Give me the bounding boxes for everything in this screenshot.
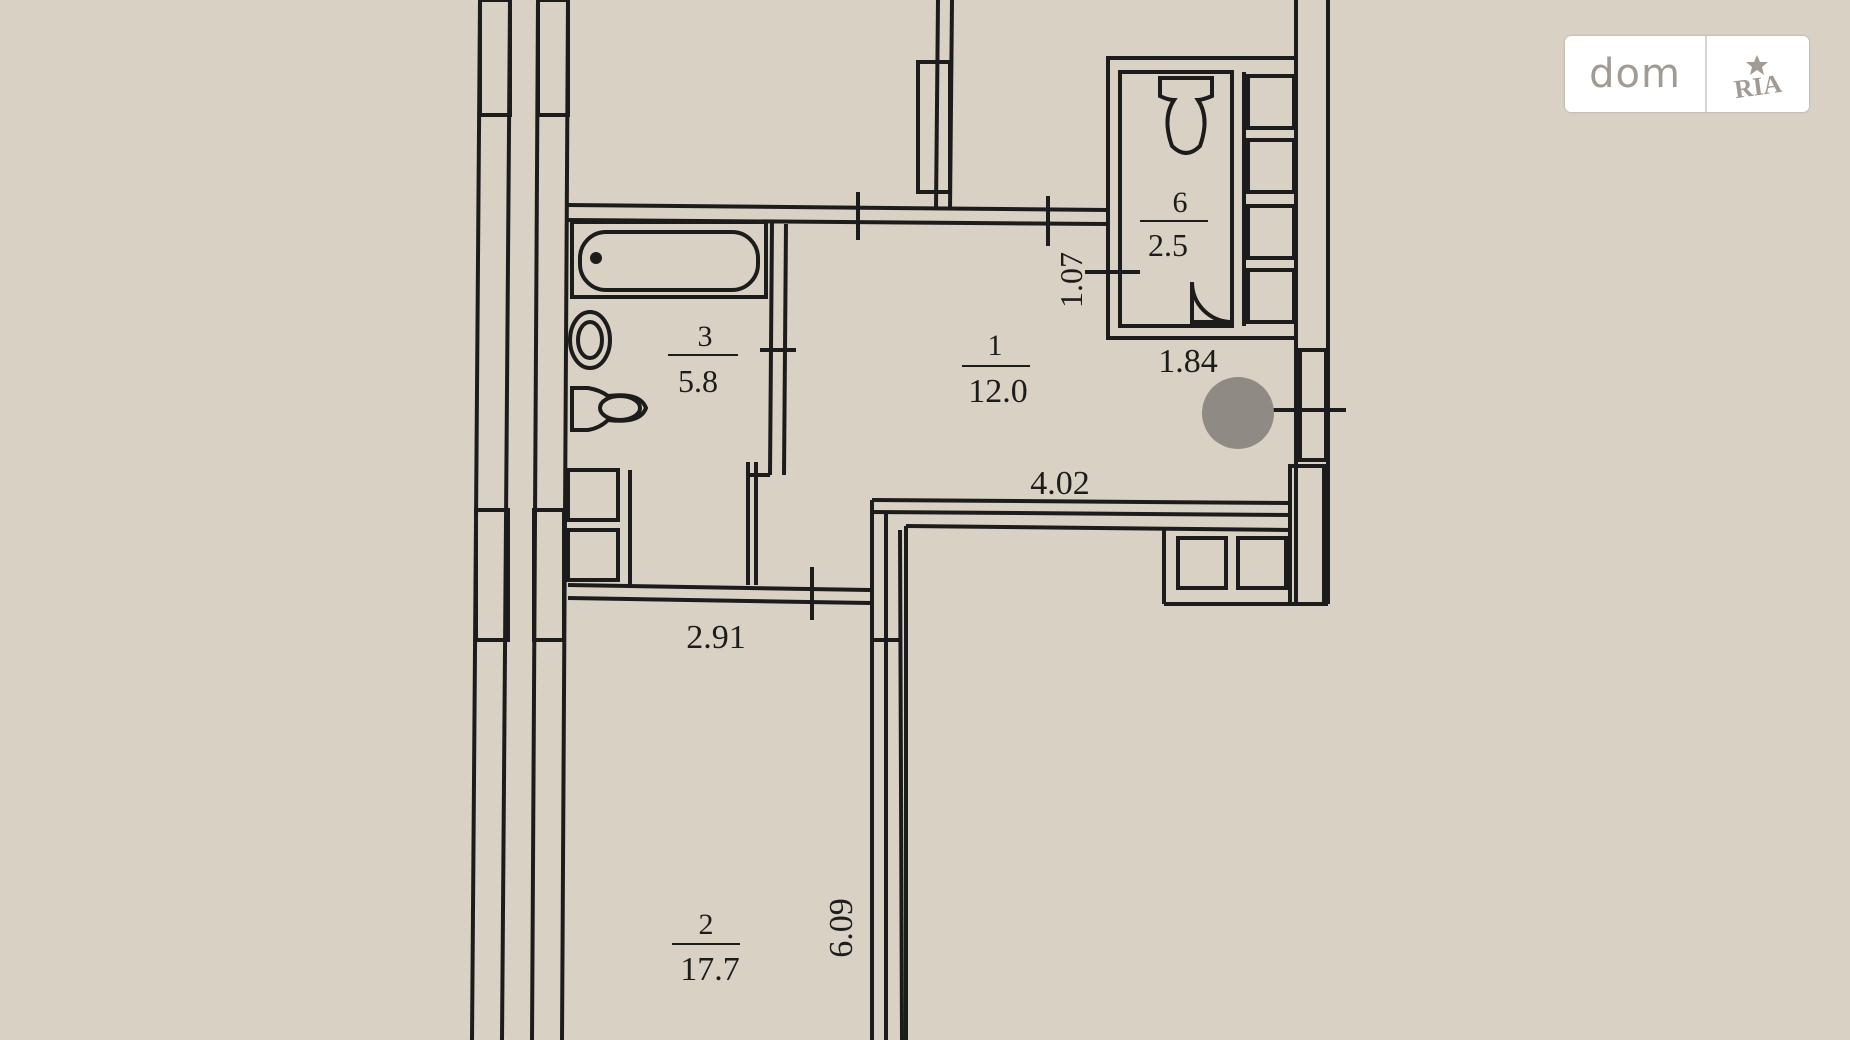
room-6-area: 2.5 xyxy=(1148,227,1188,263)
wc-room-6 xyxy=(1085,56,1298,340)
watermark-divider xyxy=(1705,36,1707,112)
dimension-1-84: 1.84 xyxy=(1158,343,1218,380)
room-1-area: 12.0 xyxy=(968,373,1028,410)
room-6-number: 6 xyxy=(1173,186,1188,219)
toilet-icon xyxy=(570,386,649,432)
left-outer-wall xyxy=(470,0,570,1040)
room-6-label: 6 2.5 xyxy=(1140,186,1208,263)
dimension-2-91: 2.91 xyxy=(686,619,746,656)
room-3-area: 5.8 xyxy=(678,363,718,399)
hall-room-1 xyxy=(870,210,1346,1040)
domria-watermark: dom RIA xyxy=(1565,36,1809,112)
sink-icon xyxy=(568,310,612,370)
top-interior-wall xyxy=(567,0,1109,246)
watermark-dom-text: dom xyxy=(1589,51,1681,97)
watermark-ria-text: RIA xyxy=(1732,69,1783,99)
dimension-1-07: 1.07 xyxy=(1053,252,1089,308)
ria-logo-icon: RIA xyxy=(1707,36,1809,112)
room-2-label: 2 17.7 xyxy=(672,908,740,988)
room-2-number: 2 xyxy=(699,908,714,941)
bathtub-icon xyxy=(570,220,768,299)
room-3-number: 3 xyxy=(698,320,713,353)
wc-toilet-icon xyxy=(1158,76,1214,155)
room-1-label: 1 12.0 xyxy=(962,329,1030,410)
room-3-label: 3 5.8 xyxy=(668,320,738,399)
dimension-6-09: 6.09 xyxy=(823,898,860,958)
room-2-area: 17.7 xyxy=(680,951,740,988)
right-outer-wall xyxy=(1162,0,1330,606)
bathroom-room-3 xyxy=(566,221,871,620)
room-1-number: 1 xyxy=(988,329,1003,362)
dimension-4-02: 4.02 xyxy=(1030,465,1090,502)
